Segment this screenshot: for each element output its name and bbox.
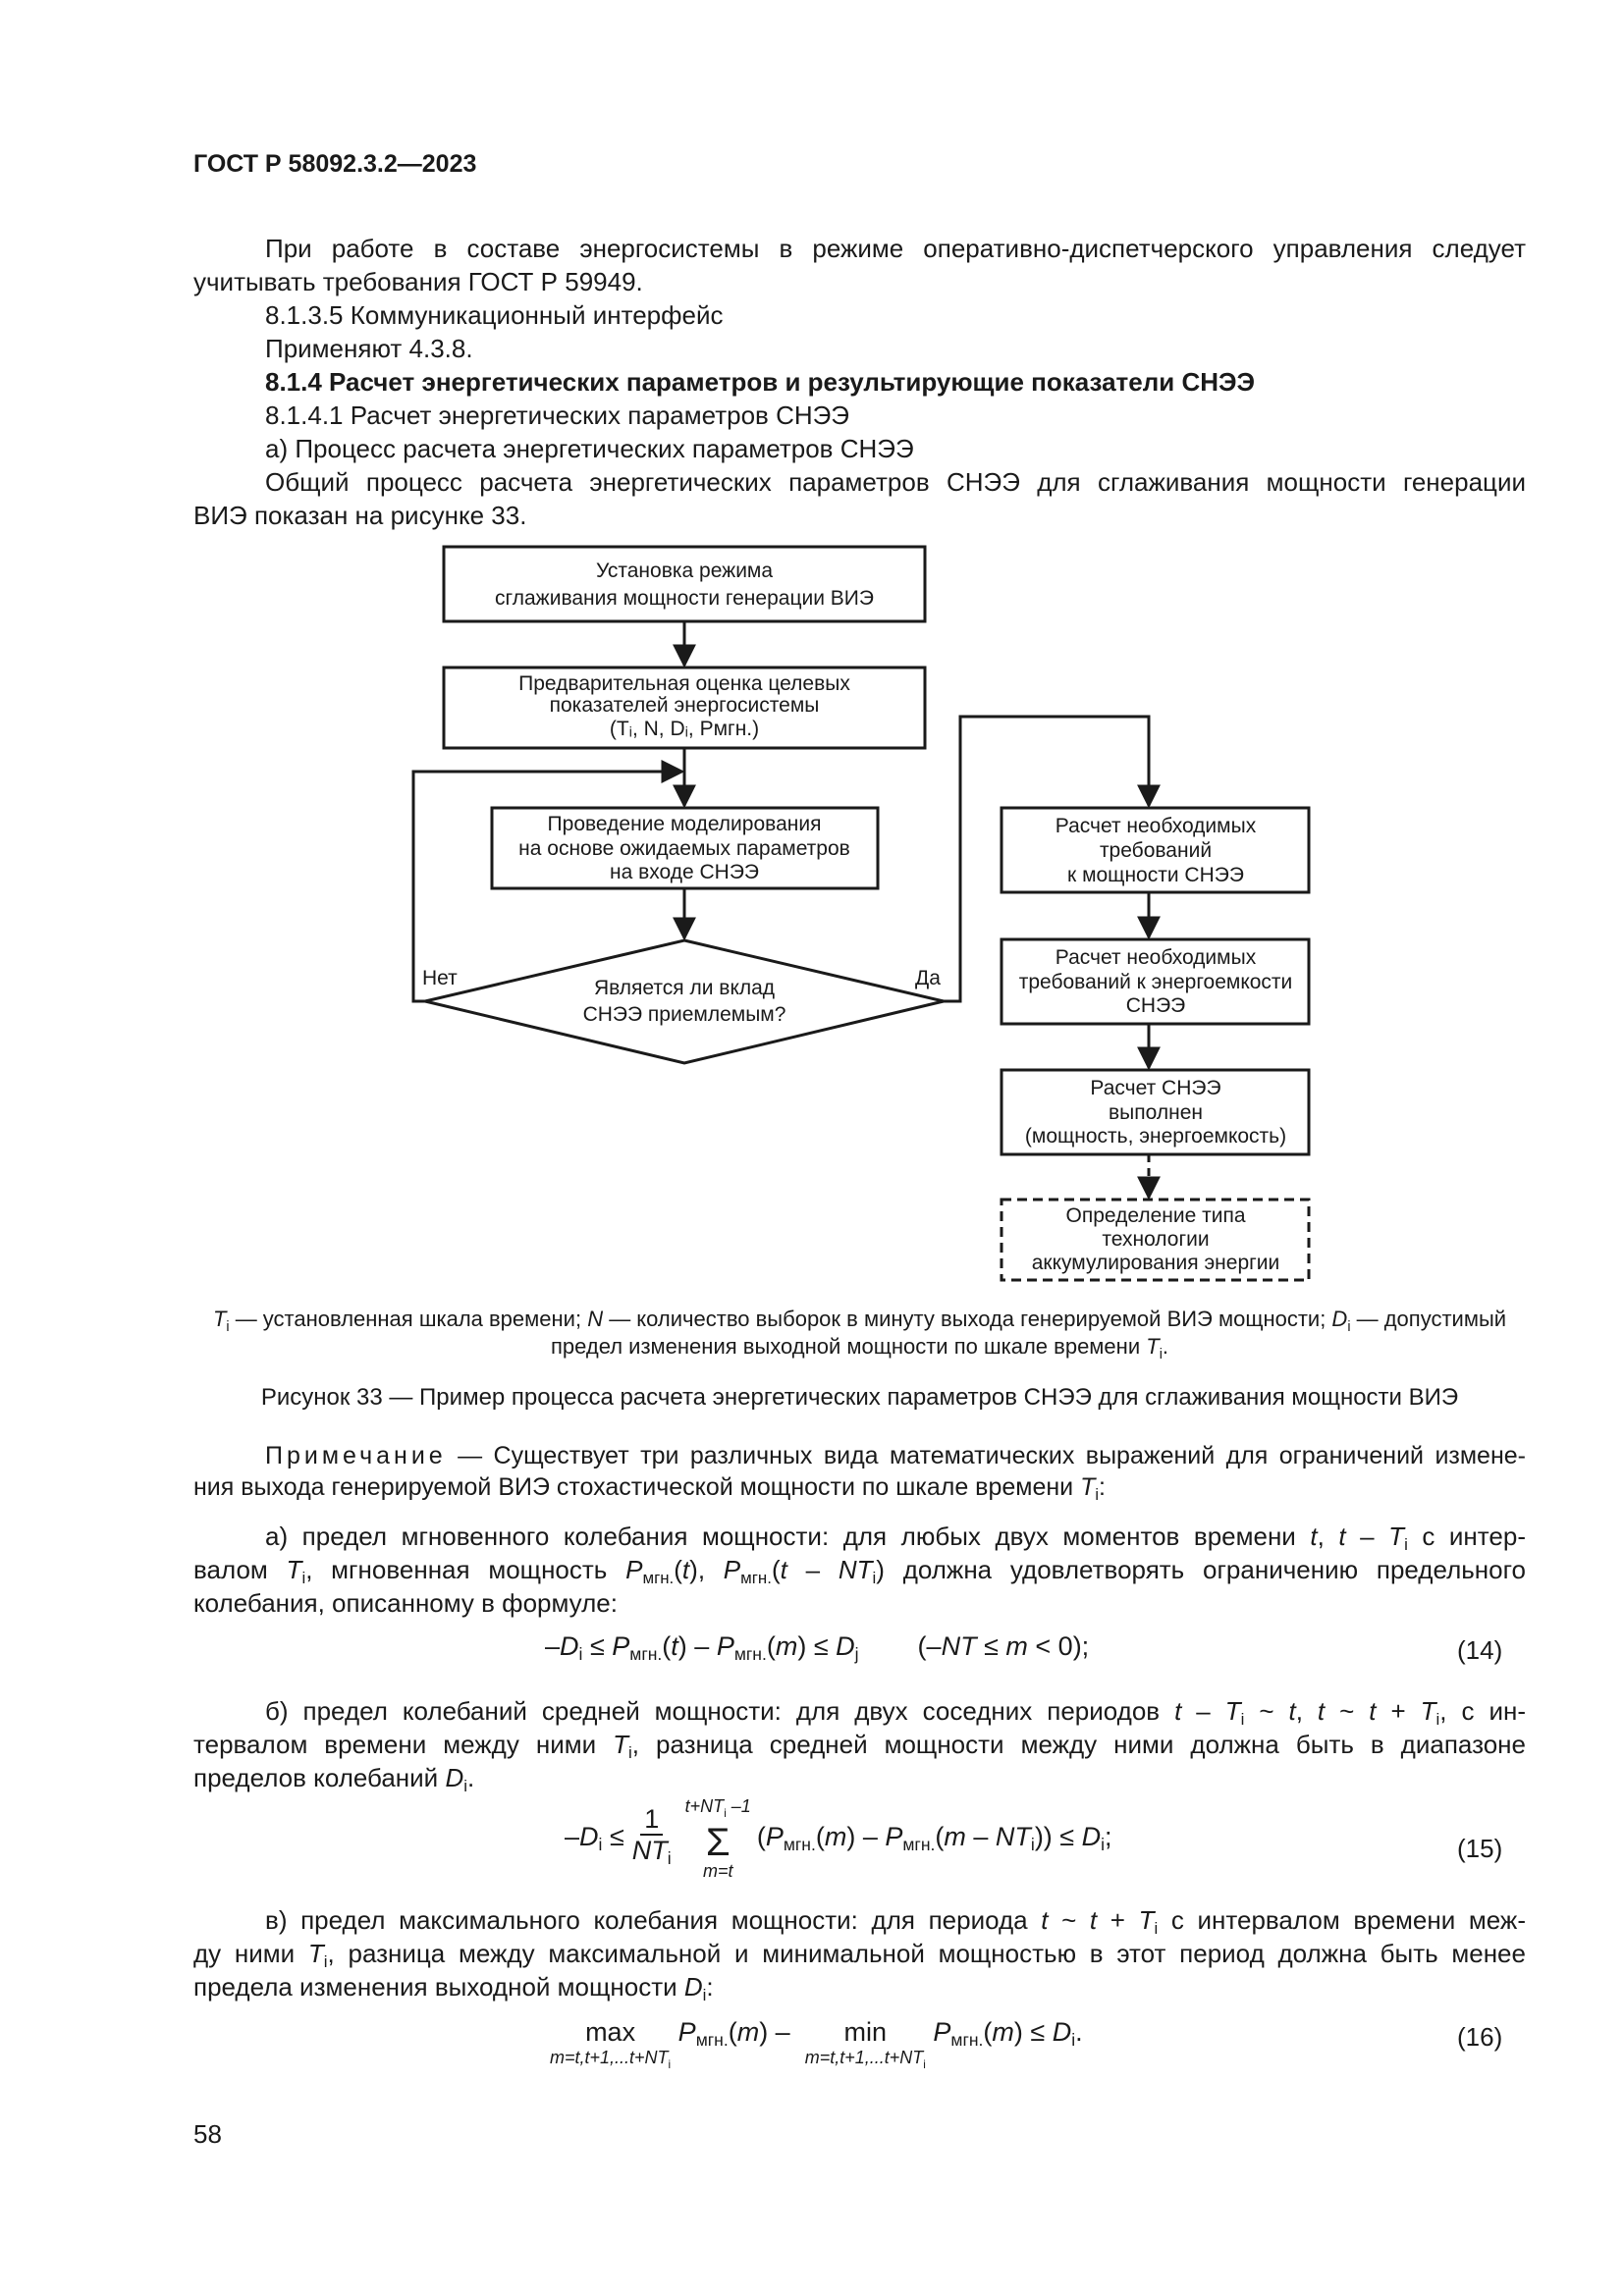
flow-text: Расчет СНЭЭ: [1090, 1077, 1220, 1099]
equation-number: (14): [1457, 1635, 1503, 1665]
note-line: ду ними Ti, разница между максимальной и…: [193, 1939, 1526, 1971]
note-line: валом Ti, мгновенная мощность Pмгн.(t), …: [193, 1555, 1526, 1587]
flow-text: Установка режима: [596, 560, 773, 582]
flow-text: (мощность, энергоемкость): [1025, 1125, 1286, 1148]
equation-number: (16): [1457, 2022, 1503, 2052]
note-line: Примечание — Существует три различных ви…: [265, 1442, 1526, 1469]
flow-text: выполнен: [1109, 1101, 1203, 1124]
flow-label-no: Нет: [422, 967, 458, 989]
flow-text: на основе ожидаемых параметров: [518, 837, 850, 860]
clause-8-1-3-5: 8.1.3.5 Коммуникационный интерфейс: [265, 300, 724, 330]
flow-text: Расчет необходимых: [1056, 815, 1257, 837]
flow-text: к мощности СНЭЭ: [1067, 864, 1244, 886]
list-item-a: а) Процесс расчета энергетических параме…: [265, 434, 914, 463]
note-line: а) предел мгновенного колебания мощности…: [265, 1522, 1526, 1554]
flow-text: Проведение моделирования: [548, 813, 822, 835]
flow-box-set-mode: [442, 545, 927, 623]
flow-label-yes: Да: [915, 967, 941, 989]
note-line: б) предел колебаний средней мощности: дл…: [265, 1696, 1526, 1729]
flow-text: технологии: [1102, 1228, 1209, 1251]
note-line: пределов колебаний Di.: [193, 1763, 475, 1795]
flowchart: Установка режима сглаживания мощности ге…: [411, 545, 1311, 1282]
flow-text: Является ли вклад: [594, 977, 775, 999]
paragraph-line: При работе в составе энергосистемы в реж…: [265, 234, 1526, 263]
note-label: Примечание: [265, 1442, 447, 1469]
flow-text: сглаживания мощности генерации ВИЭ: [495, 587, 874, 610]
flow-text: Предварительная оценка целевых: [518, 672, 850, 695]
paragraph-line: Общий процесс расчета энергетических пар…: [265, 467, 1526, 497]
note-line: ния выхода генерируемой ВИЭ стохастическ…: [193, 1473, 1106, 1504]
figure-legend-line: предел изменения выходной мощности по шк…: [550, 1334, 1168, 1362]
page-number: 58: [193, 2119, 222, 2149]
flow-box-technology-type: [1000, 1198, 1311, 1282]
paragraph-line: ВИЭ показан на рисунке 33.: [193, 501, 527, 530]
flow-text: СНЭЭ: [1126, 994, 1186, 1017]
paragraph-line: учитывать требования ГОСТ Р 59949.: [193, 267, 643, 296]
flow-text: требований к энергоемкости: [1019, 971, 1293, 993]
flow-text: Расчет необходимых: [1056, 946, 1257, 969]
section-heading-8-1-4: 8.1.4 Расчет энергетических параметров и…: [265, 367, 1256, 397]
flow-text: Определение типа: [1065, 1204, 1245, 1227]
figure-legend-line: Ti — установленная шкала времени; N — ко…: [212, 1307, 1507, 1335]
flow-text: требований: [1100, 839, 1212, 862]
document-header: ГОСТ Р 58092.3.2—2023: [193, 150, 477, 178]
formula-14: –Di ≤ Pмгн.(t) – Pмгн.(m) ≤ Dj (–NT ≤ m …: [545, 1631, 1090, 1664]
clause-8-1-4-1: 8.1.4.1 Расчет энергетических параметров…: [265, 400, 849, 430]
flow-text: СНЭЭ приемлемым?: [583, 1003, 786, 1026]
paragraph-line: Применяют 4.3.8.: [265, 334, 473, 363]
figure-caption: Рисунок 33 — Пример процесса расчета эне…: [260, 1384, 1459, 1411]
note-line: в) предел максимального колебания мощнос…: [265, 1905, 1526, 1938]
flow-text: (Tᵢ, N, Dᵢ, Pмгн.): [610, 718, 759, 740]
flow-text: аккумулирования энергии: [1032, 1252, 1280, 1274]
equation-number: (15): [1457, 1834, 1503, 1863]
flow-decision: [424, 938, 945, 1065]
flow-text: показателей энергосистемы: [550, 694, 820, 717]
note-line: предела изменения выходной мощности Di:: [193, 1972, 714, 2004]
note-line: колебания, описанному в формуле:: [193, 1588, 618, 1618]
note-line: тервалом времени между ними Ti, разница …: [193, 1730, 1526, 1762]
flow-text: на входе СНЭЭ: [610, 861, 759, 883]
